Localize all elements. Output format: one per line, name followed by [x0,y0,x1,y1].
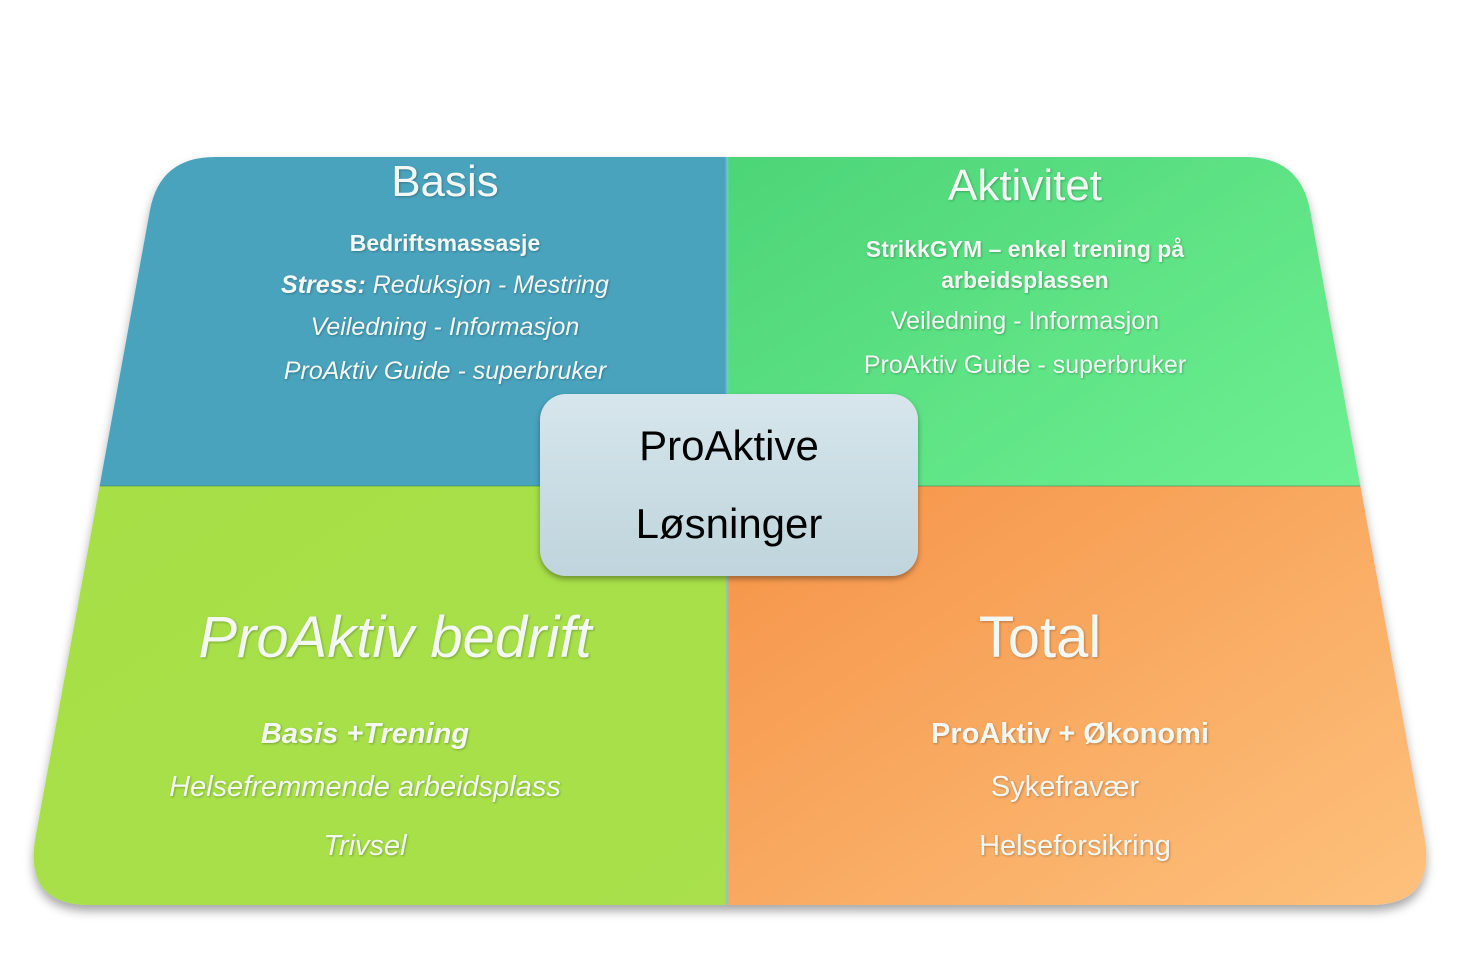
quadrant-title: Total [978,605,1102,670]
quadrant-line: Veiledning - Informasjon [890,307,1160,335]
quadrant-line: StrikkGYM – enkel trening på arbeidsplas… [865,236,1185,293]
quadrant-line: Veiledning - Informasjon [310,313,580,341]
quadrant-line: Bedriftsmassasje [349,230,541,256]
center-label-box: ProAktive Løsninger [540,394,918,576]
quadrant-aktivitet: Aktivitet StrikkGYM – enkel trening på a… [790,160,1260,386]
quadrant-title: Aktivitet [947,161,1103,210]
quadrant-line: ProAktiv Guide - superbruker [863,351,1187,379]
quadrant-line: Helsefremmende arbeidsplass [169,771,561,803]
quadrant-proaktiv-bedrift: ProAktiv bedrift Basis +Trening Helsefre… [60,605,730,875]
quadrant-line: Helseforsikring [979,830,1171,862]
quadrant-basis: Basis Bedriftsmassasje Stress: Reduksjon… [160,156,730,392]
quadrant-line: Reduksjon - Mestring [365,271,609,299]
quadrant-line: ProAktiv + Økonomi [931,718,1209,750]
quadrant-title: ProAktiv bedrift [198,605,592,670]
quadrant-line: Sykefravær [990,771,1140,803]
quadrant-line: Basis +Trening [260,718,470,750]
quadrant-line: ProAktiv Guide - superbruker [283,357,607,385]
quadrant-total: Total ProAktiv + Økonomi Sykefravær Hels… [820,605,1320,875]
quadrant-title: Basis [391,157,499,206]
center-title-line2: Løsninger [635,500,823,547]
quadrant-line: Trivsel [323,830,407,862]
quadrant-line-label: Stress: [281,271,366,299]
center-title-line1: ProAktive [639,422,819,469]
